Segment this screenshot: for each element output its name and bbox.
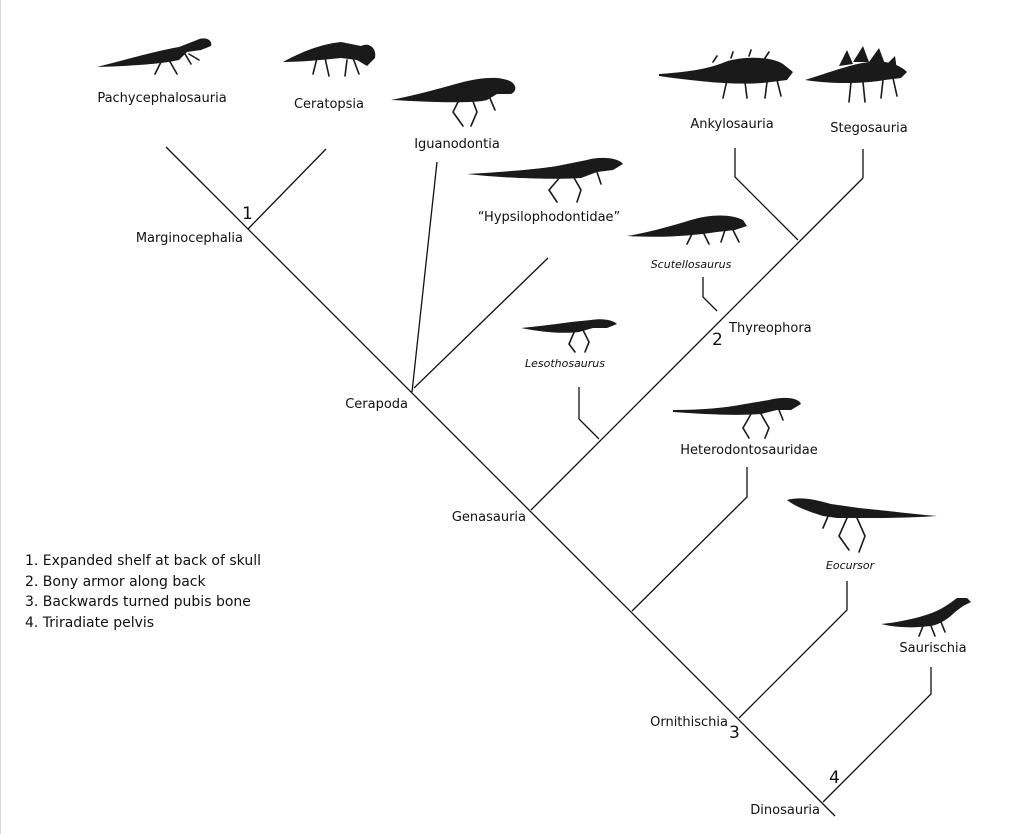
label-eocursor: Eocursor [826,559,876,572]
branch-eocursor [738,581,848,719]
legend-item-3: 3. Backwards turned pubis bone [25,594,251,610]
iguanodont-skeleton-icon [391,77,516,127]
label-heterodontosauridae: Heterodontosauridae [680,443,818,458]
label-ceratopsia: Ceratopsia [294,97,364,112]
node-label-cerapoda: Cerapoda [345,397,408,412]
hypsilophodont-skeleton-icon [467,157,623,203]
branch-lesothosaurus [578,387,600,440]
node-label-dinosauria: Dinosauria [750,803,820,818]
eocursor-skeleton-icon [787,498,937,553]
label-lesothosaurus: Lesothosaurus [525,357,605,370]
branch-ornithischia-to-saurischia [822,667,932,803]
marker-4: 4 [829,768,840,788]
branch-ankylosauria [734,148,799,241]
label-hypsilophodontidae: “Hypsilophodontidae” [478,210,621,225]
scutellosaurus-skeleton-icon [627,215,747,245]
node-label-thyreophora: Thyreophora [728,321,812,336]
label-ankylosauria: Ankylosauria [690,117,773,132]
label-saurischia: Saurischia [899,641,966,656]
branch-thyreophora-stem [530,177,864,511]
branch-hypsilophodontidae [413,257,549,389]
node-label-genasauria: Genasauria [452,510,526,525]
label-iguanodontia: Iguanodontia [414,137,500,152]
legend-item-2: 2. Bony armor along back [25,573,206,590]
label-scutellosaurus: Scutellosaurus [651,258,732,271]
marker-3: 3 [729,723,740,743]
label-pachycephalosauria: Pachycephalosauria [97,91,226,106]
ceratopsian-skeleton-icon [283,42,376,77]
branch-main-trunk [165,146,836,817]
marker-1: 1 [242,204,253,224]
pachycephalosaur-skeleton-icon [97,38,212,75]
marker-2: 2 [712,330,723,350]
legend-item-4: 4. Triradiate pelvis [25,614,155,631]
node-label-ornithischia: Ornithischia [650,715,728,730]
character-legend: 1. Expanded shelf at back of skull 2. Bo… [25,551,261,633]
lesothosaurus-skeleton-icon [521,319,617,353]
ankylosaur-skeleton-icon [659,49,793,99]
tree-branches [165,146,932,817]
sauropodomorph-skeleton-icon [881,598,971,637]
stegosaur-skeleton-icon [805,46,907,103]
node-label-marginocephalia: Marginocephalia [136,231,243,246]
label-stegosauria: Stegosauria [830,121,907,136]
heterodontosaur-skeleton-icon [673,397,801,439]
branch-ceratopsia [247,148,327,230]
branch-scutellosaurus [702,277,718,312]
branch-heterodontosauridae [631,467,748,612]
legend-item-1: 1. Expanded shelf at back of skull [25,553,261,569]
branch-iguanodontia [411,161,438,393]
